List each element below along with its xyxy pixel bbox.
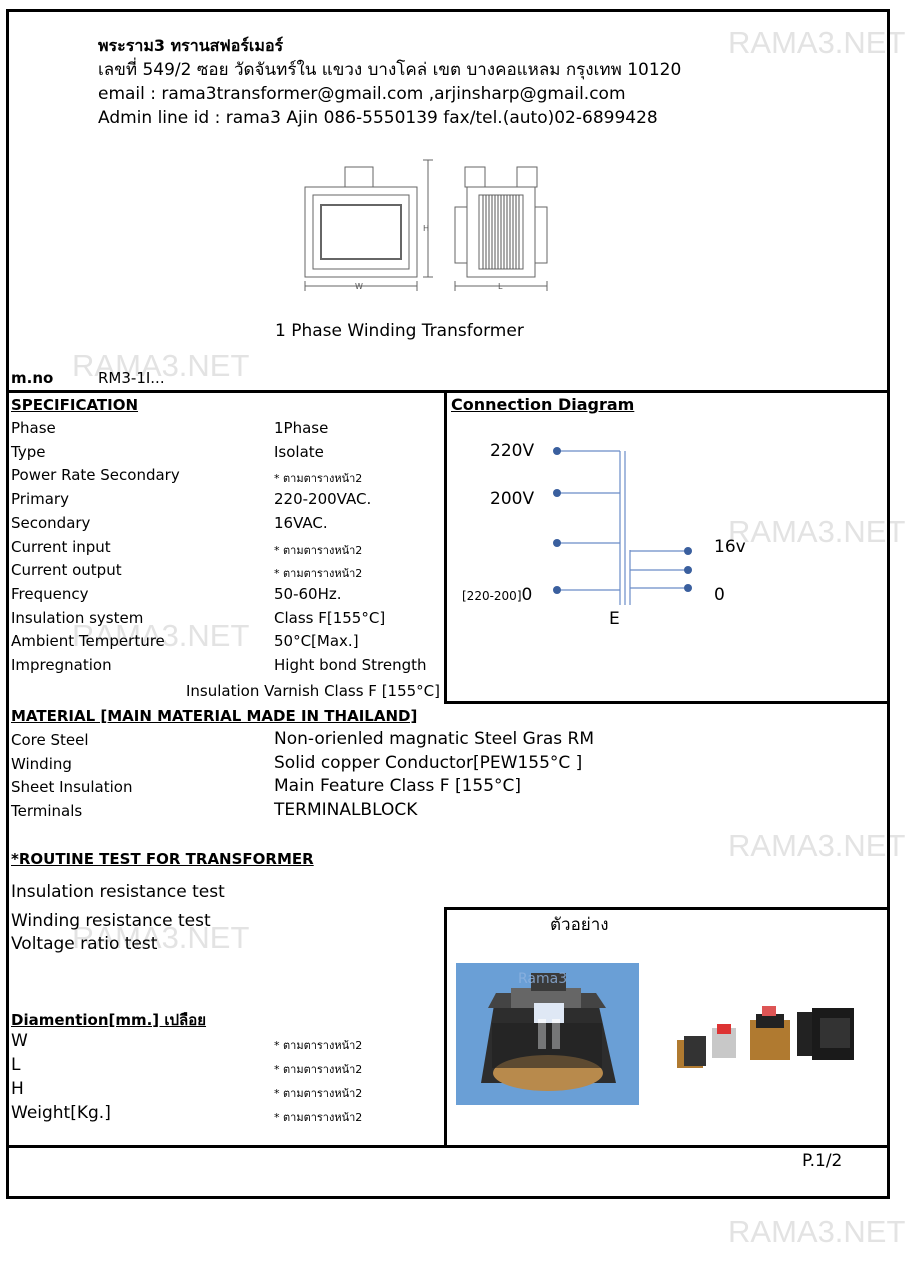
routine-title: *ROUTINE TEST FOR TRANSFORMER (11, 850, 314, 868)
routine-test-item: Voltage ratio test (11, 934, 158, 954)
material-row-value: Non-orienled magnatic Steel Gras RM (274, 729, 594, 749)
divider (444, 907, 447, 1148)
dim-h-label: H (423, 224, 429, 233)
terminal-dot (553, 586, 561, 594)
connection-label-range-text: [220-200] (462, 589, 522, 603)
spec-row-value: 1Phase (274, 419, 329, 437)
dimension-row-label: Weight[Kg.] (11, 1103, 111, 1123)
material-row-value: Solid copper Conductor[PEW155°C ] (274, 752, 583, 773)
spec-row-value: 50-60Hz. (274, 584, 342, 603)
watermark: RAMA3.NET (728, 828, 906, 863)
spec-row-value: 50°C[Max.] (274, 632, 359, 651)
sample-title: ตัวอย่าง (550, 915, 609, 935)
drawing-caption: 1 Phase Winding Transformer (275, 321, 524, 341)
connection-title: Connection Diagram (451, 395, 635, 414)
watermark: RAMA3.NET (72, 618, 250, 653)
terminal-dot (553, 447, 561, 455)
photo-logo-text: Rama3 (518, 971, 567, 987)
company-contact: Admin line id : rama3 Ajin 086-5550139 f… (98, 108, 658, 128)
divider (6, 390, 890, 393)
connection-diagram (553, 447, 692, 605)
spec-row-value: Isolate (274, 442, 324, 461)
dimension-row-label: L (11, 1055, 21, 1075)
material-row-label: Sheet Insulation (11, 778, 133, 796)
dimension-row-value: * ตามตารางหน้า2 (274, 1039, 363, 1052)
spec-row-label: Primary (11, 490, 69, 509)
connection-label-200v: 200V (490, 489, 535, 509)
routine-test-item: Insulation resistance test (11, 882, 225, 902)
spec-row-label: Ambient Temperture (11, 632, 165, 651)
spec-row-label: Secondary (11, 513, 91, 532)
dimension-title: Diamention[mm.] เปลือย (11, 1011, 207, 1029)
dimension-row-value: * ตามตารางหน้า2 (274, 1063, 363, 1076)
spec-row-value: Class F[155°C] (274, 608, 386, 627)
spec-row-label: Impregnation (11, 656, 112, 674)
document-frame (6, 9, 890, 1199)
divider (444, 701, 890, 704)
material-row-label: Core Steel (11, 731, 89, 749)
material-row-value: Main Feature Class F [155°C] (274, 776, 522, 796)
transformer-photo-icon: Rama3 (481, 971, 616, 1091)
spec-row-label: Power Rate Secondary (11, 466, 180, 485)
material-row-label: Terminals (11, 801, 83, 820)
terminal-dot (553, 489, 561, 497)
spec-row-value: * ตามตารางหน้า2 (274, 543, 363, 557)
specification-title: SPECIFICATION (11, 396, 139, 414)
spec-row-value: Hight bond Strength (274, 656, 427, 674)
divider (444, 390, 447, 704)
watermark: RAMA3.NET (72, 348, 250, 383)
dimension-row-label: W (11, 1031, 28, 1051)
connection-label-zero: 0 (521, 585, 533, 605)
connection-label-earth: E (609, 609, 620, 629)
spec-row-label: Current input (11, 537, 111, 556)
connection-label-220v: 220V (490, 441, 535, 461)
routine-test-item: Winding resistance test (11, 911, 211, 931)
divider (6, 1145, 890, 1148)
varnish-text: Insulation Varnish Class F [155°C] (186, 682, 441, 700)
watermark: RAMA3.NET (72, 920, 250, 955)
material-row-label: Winding (11, 754, 72, 773)
connection-label-out-zero: 0 (714, 585, 725, 605)
connection-label-range: [220-200]0 (462, 585, 532, 605)
spec-row-label: Type (11, 442, 46, 461)
dimension-row-value: * ตามตารางหน้า2 (274, 1087, 363, 1100)
spec-row-value: 16VAC. (274, 513, 328, 532)
transformer-drawing: H W L (304, 159, 548, 291)
dim-w-label: W (355, 282, 363, 291)
dim-l-label: L (498, 282, 503, 291)
dimension-row-label: H (11, 1079, 24, 1099)
company-email: email : rama3transformer@gmail.com ,arji… (98, 84, 626, 104)
watermark: RAMA3.NET (728, 25, 906, 60)
material-title: MATERIAL [MAIN MATERIAL MADE IN THAILAND… (11, 707, 418, 725)
material-row-value: TERMINALBLOCK (274, 799, 418, 820)
spec-row-value: 220-200VAC. (274, 490, 372, 509)
sample-photo-2 (677, 1006, 854, 1068)
terminal-dot (684, 584, 692, 592)
terminal-dot (684, 566, 692, 574)
spec-row-value: * ตามตารางหน้า2 (274, 567, 363, 581)
terminal-dot (684, 547, 692, 555)
spec-row-label: Phase (11, 419, 56, 437)
spec-row-label: Current output (11, 561, 122, 580)
watermark: RAMA3.NET (728, 1214, 906, 1249)
watermark: RAMA3.NET (728, 514, 906, 549)
model-label: m.no (11, 369, 54, 387)
spec-row-value: * ตามตารางหน้า2 (274, 472, 363, 486)
terminal-dot (553, 539, 561, 547)
dimension-row-value: * ตามตารางหน้า2 (274, 1111, 363, 1124)
divider (444, 907, 890, 910)
company-address: เลขที่ 549/2 ซอย วัดจันทร์ใน แขวง บางโคล… (98, 60, 682, 80)
spec-row-label: Insulation system (11, 608, 144, 627)
sample-photo-1: Rama3 (456, 963, 639, 1105)
model-value: RM3-1I... (98, 369, 165, 387)
connection-label-16v: 16v (714, 537, 746, 557)
company-name: พระราม3 ทรานสฟอร์เมอร์ (98, 36, 284, 55)
page-number: P.1/2 (802, 1151, 843, 1171)
spec-row-label: Frequency (11, 584, 89, 603)
